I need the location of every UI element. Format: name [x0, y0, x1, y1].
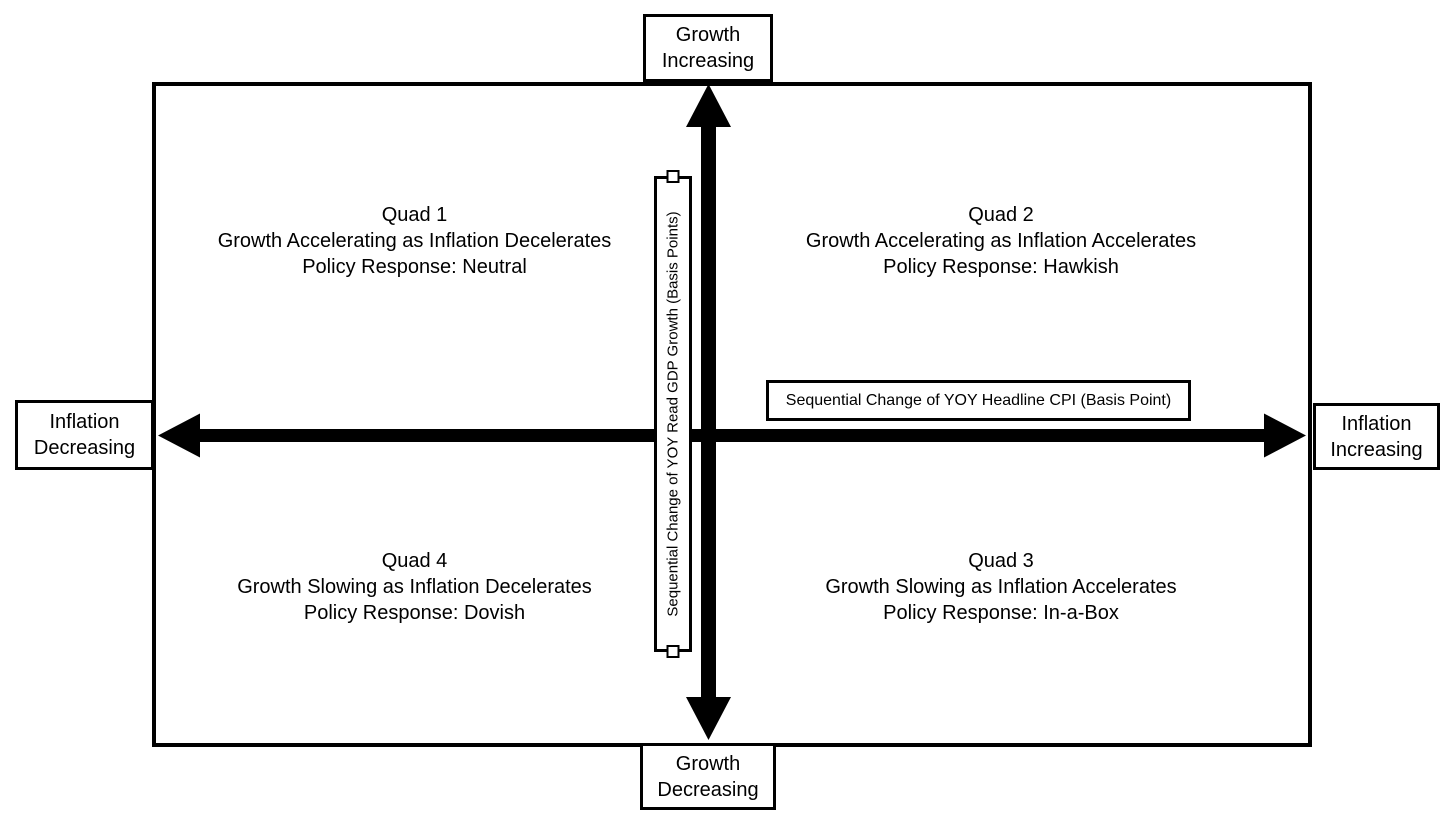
pole-label-growth-increasing: Growth Increasing [643, 14, 773, 82]
quadrant-policy: Policy Response: In-a-Box [883, 602, 1119, 624]
quadrant-title: Quad 2 [968, 204, 1034, 226]
quadrant-description: Growth Slowing as Inflation Accelerates [825, 576, 1177, 598]
quadrant-policy: Policy Response: Hawkish [883, 256, 1119, 278]
horizontal-axis-label-box: Sequential Change of YOY Headline CPI (B… [766, 380, 1191, 421]
horizontal-axis-label: Sequential Change of YOY Headline CPI (B… [785, 391, 1172, 409]
pole-label-growth-decreasing: Growth Decreasing [640, 743, 776, 810]
pole-label-line: Inflation [1341, 412, 1412, 435]
pole-label-line: Growth [675, 24, 741, 46]
resize-handle-top [666, 170, 680, 183]
quadrant-2-text: Quad 2 Growth Accelerating as Inflation … [745, 202, 1257, 280]
vertical-axis-label: Sequential Change of YOY Read GDP Growth… [664, 211, 682, 617]
vertical-axis-arrow [686, 84, 731, 740]
pole-label-line: Increasing [661, 50, 755, 72]
vertical-axis-label-box: Sequential Change of YOY Read GDP Growth… [654, 170, 692, 658]
quadrant-title: Quad 1 [381, 204, 448, 226]
pole-label-inflation-decreasing: Inflation Decreasing [15, 400, 154, 470]
quadrant-description: Growth Slowing as Inflation Decelerates [237, 576, 592, 598]
pole-label-line: Decreasing [657, 778, 759, 801]
resize-handle-bottom [666, 645, 680, 658]
quadrant-4-text: Quad 4 Growth Slowing as Inflation Decel… [162, 548, 667, 626]
quadrant-description: Growth Accelerating as Inflation Acceler… [805, 230, 1197, 252]
pole-label-line: Increasing [1330, 438, 1423, 461]
pole-label-inflation-increasing: Inflation Increasing [1313, 403, 1440, 470]
quadrant-title: Quad 3 [968, 550, 1034, 572]
pole-label-line: Decreasing [33, 437, 136, 459]
quadrant-policy: Policy Response: Neutral [302, 256, 527, 278]
quadrant-description: Growth Accelerating as Inflation Deceler… [217, 230, 612, 252]
quadrant-3-text: Quad 3 Growth Slowing as Inflation Accel… [745, 548, 1257, 626]
quadrant-1-text: Quad 1 Growth Accelerating as Inflation … [162, 202, 667, 280]
horizontal-axis-arrow [158, 413, 1306, 458]
pole-label-line: Growth [675, 752, 741, 775]
pole-label-line: Inflation [49, 411, 120, 433]
quadrant-policy: Policy Response: Dovish [303, 602, 526, 624]
quadrant-title: Quad 4 [381, 550, 448, 572]
